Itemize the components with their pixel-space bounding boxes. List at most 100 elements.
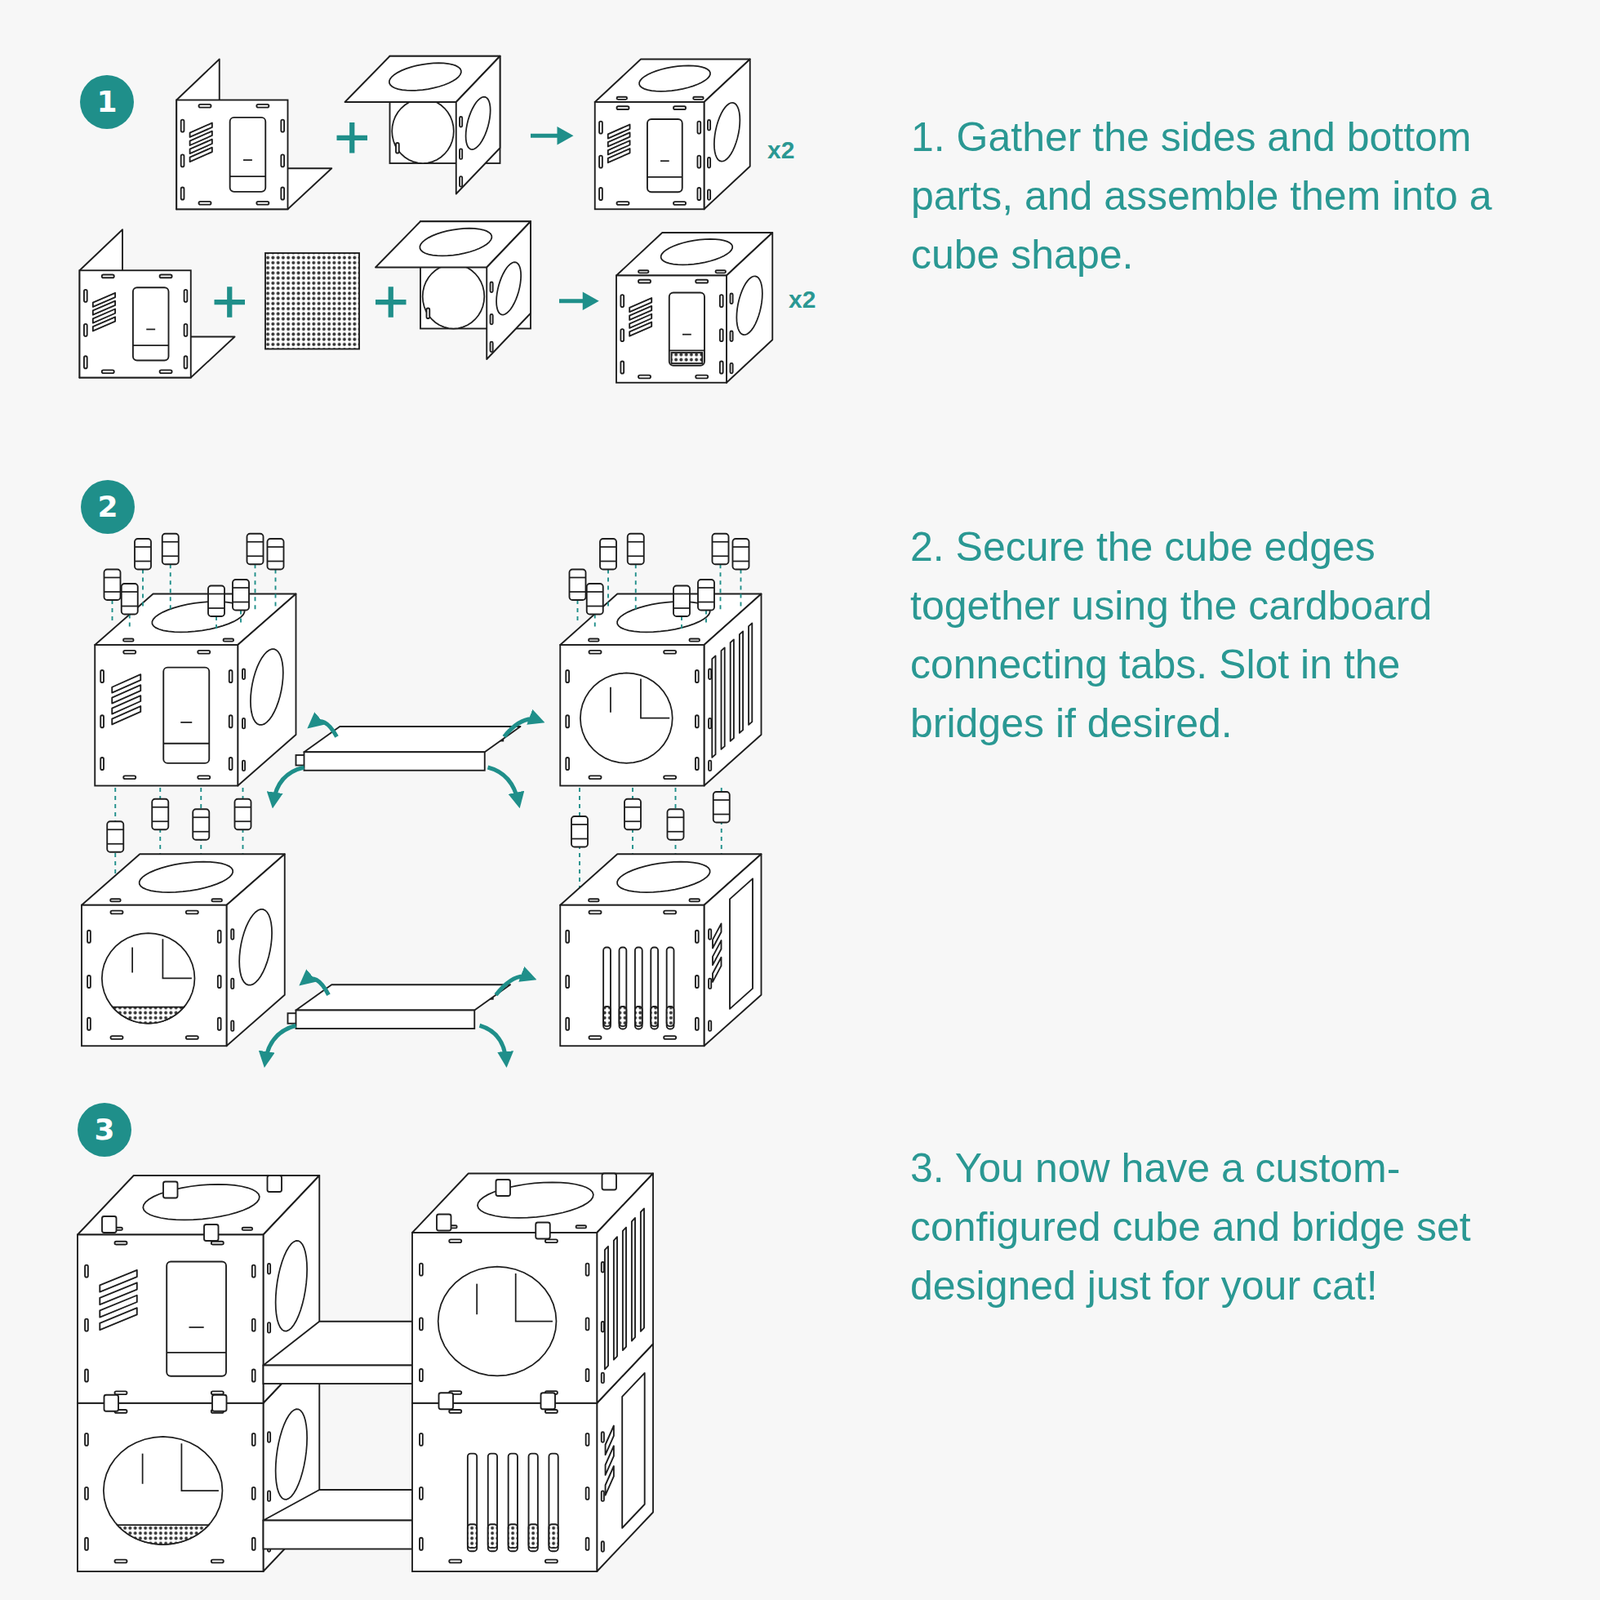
cube [595, 59, 751, 210]
edge-slot [588, 898, 600, 902]
round-opening [103, 1436, 223, 1545]
edge-slot [211, 1560, 224, 1564]
inner-edge [181, 1443, 219, 1491]
bar-slot [650, 947, 658, 1030]
edge-slot [565, 670, 569, 683]
instruction-text: 2. Secure the cube edges together using … [910, 517, 1507, 753]
plus-sign [349, 122, 355, 154]
guide-line [215, 616, 218, 629]
cube [94, 594, 296, 787]
slash-slot [629, 322, 652, 337]
window-cutout [163, 667, 209, 764]
edge-slot [448, 1239, 462, 1243]
connecting-tab [267, 1175, 283, 1192]
edge-slot [720, 328, 724, 342]
edge-slot [211, 1241, 224, 1245]
connecting-tab [697, 579, 715, 611]
step-badge: 2 [80, 480, 135, 534]
step-three-art [77, 1173, 654, 1573]
direction-arrow [273, 767, 305, 803]
edge-slot [242, 1227, 254, 1231]
edge-slot [708, 928, 712, 940]
connecting-tab [496, 1179, 512, 1196]
window-line [669, 350, 705, 352]
bar-slot [666, 947, 675, 1030]
top-opening [617, 862, 711, 894]
edge-slot [601, 1262, 605, 1273]
edge-slot [123, 775, 136, 779]
edge-slot [160, 275, 173, 279]
slash-slot [93, 316, 116, 331]
cube [616, 232, 773, 383]
bridge [288, 984, 512, 1029]
cube-side [226, 853, 285, 1046]
tab-band [697, 601, 715, 604]
edge-slot [565, 1017, 569, 1031]
cube-front [595, 102, 705, 209]
cube-side [237, 594, 296, 787]
connecting-tab [106, 821, 124, 853]
quantity-label: x2 [788, 284, 816, 315]
edge-slot [576, 1225, 587, 1228]
edge-slot [84, 1487, 89, 1500]
edge-slot [601, 1541, 605, 1552]
bar-slot [619, 947, 627, 1030]
edge-slot [199, 104, 212, 108]
window-cutout [133, 287, 169, 360]
side-opening [496, 262, 521, 315]
edge-slot [545, 1239, 558, 1243]
edge-slot [115, 1391, 128, 1395]
tab-band [121, 605, 138, 608]
edge-slot [663, 911, 676, 915]
round-opening [102, 933, 196, 1023]
connecting-tab [600, 538, 617, 570]
edge-slot [638, 270, 649, 273]
tab-band [712, 541, 729, 543]
connecting-tab [586, 583, 604, 615]
edge-slot [426, 308, 431, 320]
cube-side [704, 853, 762, 1046]
edge-slot [588, 639, 600, 642]
window-line [647, 176, 683, 178]
tab-band [235, 806, 252, 809]
cube [412, 1173, 654, 1404]
side-slot [604, 1246, 609, 1369]
edge-slot [707, 120, 711, 131]
edge-slot [242, 718, 245, 729]
cube-front [94, 644, 238, 787]
edge-slot [695, 280, 708, 284]
edge-slot [184, 324, 188, 337]
round-opening [438, 1266, 557, 1377]
edge-slot [419, 1433, 423, 1446]
direction-arrow [480, 1025, 507, 1062]
top-opening [419, 228, 492, 257]
window-cutout [669, 293, 705, 366]
bar-slot [548, 1453, 558, 1552]
edge-slot [84, 355, 88, 369]
edge-slot [252, 1487, 256, 1500]
edge-slot [84, 1433, 89, 1446]
edge-slot [589, 650, 602, 654]
slash-slot [190, 147, 213, 162]
guide-line [740, 569, 743, 611]
bar-slot [488, 1453, 498, 1552]
tab-band [151, 820, 169, 823]
connecting-tab [569, 569, 587, 601]
cube-front [412, 1232, 597, 1404]
edge-slot [84, 1537, 89, 1551]
guide-line [635, 564, 637, 610]
edge-slot [252, 1537, 256, 1551]
edge-slot [111, 911, 124, 915]
connecting-tab [713, 791, 730, 823]
edge-slot [697, 155, 701, 169]
edge-slot [601, 1490, 605, 1502]
cube [560, 853, 761, 1046]
connecting-tab [267, 538, 285, 570]
edge-slot [395, 142, 400, 154]
edge-slot [181, 187, 185, 200]
top-side-piece [375, 221, 531, 360]
edge-slot [197, 775, 210, 779]
edge-slot [419, 1368, 423, 1382]
edge-slot [242, 760, 245, 772]
step-arrow-head [582, 292, 600, 312]
